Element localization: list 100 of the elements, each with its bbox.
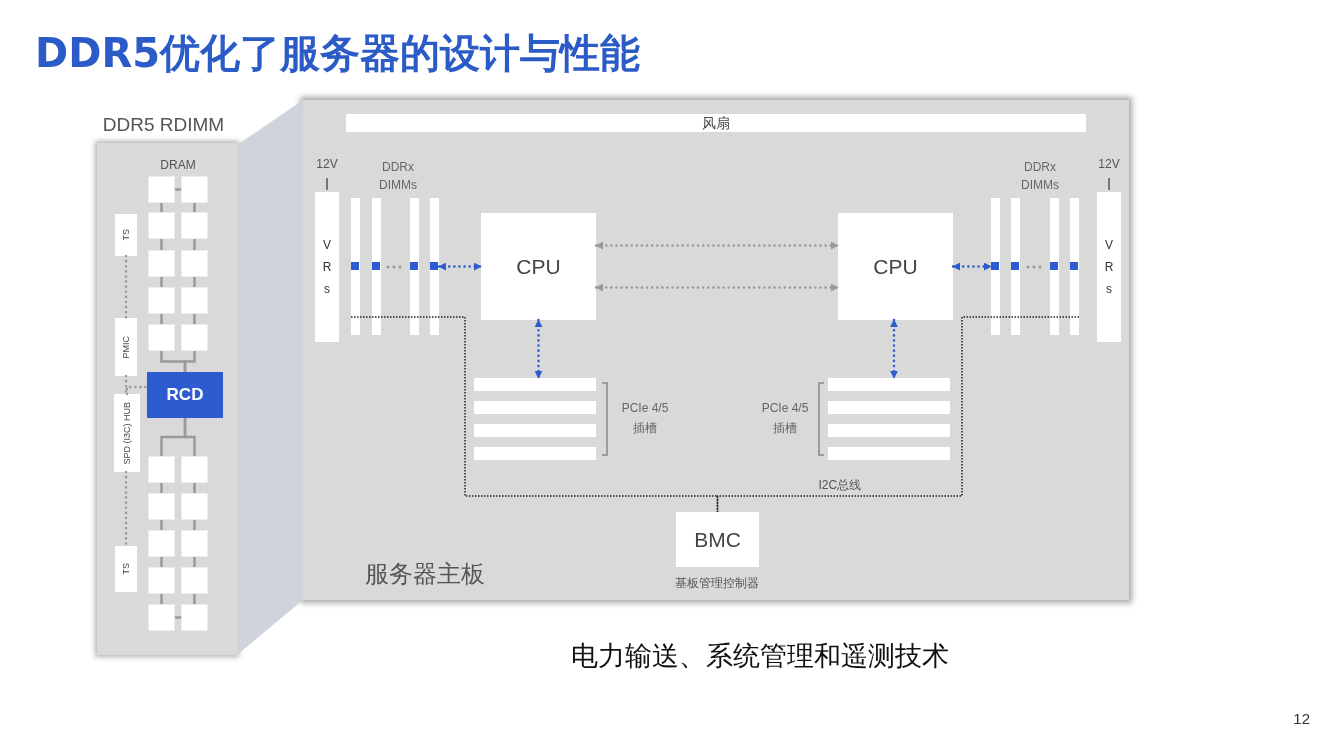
slot-bar	[828, 424, 950, 437]
connector-line	[160, 483, 163, 493]
connector-line	[160, 314, 163, 324]
dram-chip	[148, 530, 175, 557]
text-label: 12	[1292, 709, 1310, 729]
dram-chip	[148, 567, 175, 594]
connector-line	[160, 520, 163, 530]
dram-chip	[148, 212, 175, 239]
text-label: DRAM	[159, 157, 197, 174]
connector-line	[160, 203, 163, 212]
rcd-chip	[147, 372, 223, 418]
slot-bar	[474, 378, 596, 391]
connector-line	[124, 254, 128, 320]
connector-line	[183, 418, 196, 456]
connector-line	[183, 351, 196, 372]
connector-line	[160, 277, 163, 287]
slot-bar	[474, 424, 596, 437]
dram-chip	[148, 287, 175, 314]
text-label: 12V	[315, 156, 339, 173]
connector-line	[716, 316, 1080, 513]
connector-line	[124, 470, 128, 548]
connector-line	[193, 520, 196, 530]
voltage-regulator	[1097, 192, 1121, 342]
cpu-label: CPU	[873, 253, 918, 280]
dram-chip	[181, 287, 208, 314]
dram-chip	[181, 176, 208, 203]
dram-chip	[181, 212, 208, 239]
chip-label: SPD (I3C) HUB	[122, 401, 132, 465]
slot-bar	[474, 401, 596, 414]
connector-line	[160, 557, 163, 567]
dram-chip	[181, 530, 208, 557]
voltage-regulator	[315, 192, 339, 342]
dram-chip	[148, 493, 175, 520]
bmc-box	[676, 512, 759, 567]
text-label: 电力输送、系统管理和遥测技术	[570, 640, 950, 673]
connector-line	[160, 594, 163, 604]
text-label: PCIe 4/5 插槽	[760, 400, 810, 437]
dram-chip	[181, 324, 208, 351]
connector-line	[160, 239, 163, 250]
connector-line	[193, 557, 196, 567]
slot-bar	[828, 378, 950, 391]
dram-chip	[181, 250, 208, 277]
slot-bar	[372, 198, 381, 335]
chip-label: RCD	[166, 384, 204, 407]
beside-text: 基板管理控制器	[674, 575, 760, 592]
connector-line	[125, 385, 149, 396]
slot-bar	[474, 447, 596, 460]
cpu-box	[481, 213, 596, 320]
slot-bar	[351, 198, 360, 335]
text-label: DDRx DIMMs	[1020, 159, 1060, 194]
connector-line	[193, 483, 196, 493]
motherboard-panel	[303, 100, 1129, 600]
dram-chip	[181, 456, 208, 483]
chip-box	[114, 394, 140, 472]
board-label: 服务器主板	[365, 559, 485, 589]
slot-bar	[1011, 198, 1020, 335]
text-label: DDRx DIMMs	[378, 159, 418, 194]
slot-bar	[1070, 198, 1079, 335]
connector-line	[193, 277, 196, 287]
chip-label: TS	[121, 563, 131, 575]
fan-label: 风扇	[702, 114, 730, 132]
double-arrow	[594, 283, 840, 292]
dram-chip	[181, 493, 208, 520]
slot-bar	[828, 401, 950, 414]
dram-chip	[181, 567, 208, 594]
slot-bar	[430, 198, 439, 335]
dram-chip	[148, 324, 175, 351]
chip-box	[115, 546, 137, 592]
chip-label: TS	[121, 229, 131, 241]
double-arrow	[951, 262, 993, 271]
connector-line	[350, 316, 719, 513]
bmc-label: BMC	[694, 526, 741, 553]
slot-bar	[1050, 198, 1059, 335]
text-label: PCIe 4/5 插槽	[620, 400, 670, 437]
connector-line	[193, 594, 196, 604]
dram-chip	[148, 250, 175, 277]
module-heading: DDR5 RDIMM	[101, 113, 226, 137]
dram-chip	[148, 604, 175, 631]
cpu-box	[838, 213, 953, 320]
chip-box	[115, 214, 137, 256]
double-arrow	[534, 318, 543, 380]
connector-line	[193, 314, 196, 324]
double-arrow	[594, 241, 840, 250]
page-title: DDR5优化了服务器的设计与性能	[35, 29, 641, 78]
connector-line	[175, 188, 181, 191]
dram-chip	[181, 604, 208, 631]
connector-line	[175, 616, 181, 619]
double-arrow	[890, 318, 898, 380]
slot-bar	[828, 447, 950, 460]
double-arrow	[437, 262, 483, 271]
slot-bar	[991, 198, 1000, 335]
slot-bar	[410, 198, 419, 335]
text-label: 12V	[1097, 156, 1121, 173]
dram-chip	[148, 456, 175, 483]
dram-chip	[148, 176, 175, 203]
connector-line	[193, 203, 196, 212]
chip-label: PMIC	[121, 335, 131, 359]
chip-box	[115, 318, 137, 376]
cpu-label: CPU	[516, 253, 561, 280]
fan-bar	[346, 114, 1086, 132]
